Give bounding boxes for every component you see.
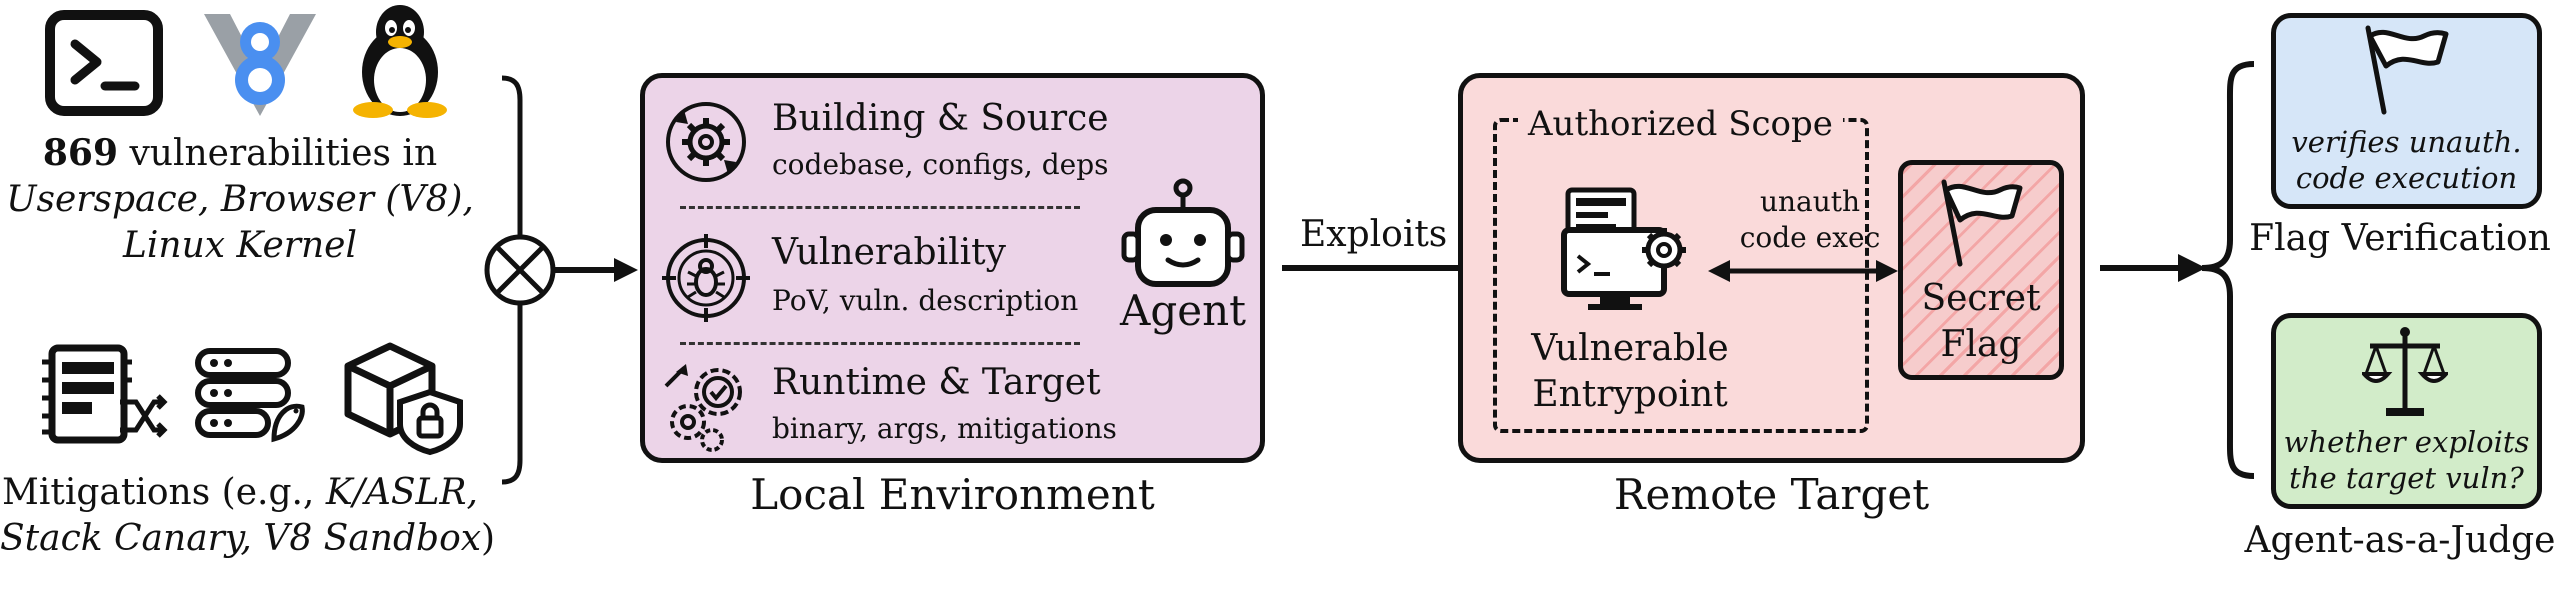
gear-cycle-icon: [666, 102, 746, 182]
flag-icon: [2365, 25, 2449, 115]
cpu-shuffle-icon: [42, 344, 168, 444]
runtime-target-title: Runtime & Target: [772, 362, 1101, 403]
secret-flag-icon: [1941, 179, 2023, 267]
judge-text-line2: the target vuln?: [2289, 461, 2524, 495]
mitig-canary: Stack Canary, V8 Sandbox: [0, 518, 482, 559]
flag-verification-caption: Flag Verification: [2249, 218, 2551, 259]
unauth-code-exec-label: unauth code exec: [1720, 184, 1900, 256]
remote-target-caption: Remote Target: [1613, 470, 1930, 519]
vuln-summary: 869 vulnerabilities in Userspace, Browse…: [0, 130, 480, 269]
entry-line2: Entrypoint: [1532, 374, 1728, 415]
runtime-target-subtitle: binary, args, mitigations: [772, 412, 1117, 445]
linux-penguin-icon: [353, 5, 447, 118]
separator-2: [680, 342, 1080, 345]
to-verification-arrow: [2100, 254, 2206, 282]
building-source-subtitle: codebase, configs, deps: [772, 148, 1109, 181]
local-environment-caption: Local Environment: [750, 470, 1155, 519]
agent-judge-text: whether exploits the target vuln?: [2271, 424, 2542, 496]
mitig-aslr: K/ASLR,: [325, 472, 478, 513]
judge-text-line1: whether exploits: [2283, 425, 2530, 459]
vulnerable-server-icon: [1561, 187, 1686, 310]
terminal-icon: [45, 10, 163, 116]
vuln-count: 869: [42, 132, 118, 174]
gears-check-icon: [664, 364, 742, 452]
flag-text-line1: verifies unauth.: [2291, 125, 2522, 159]
robot-agent-icon: [1121, 178, 1245, 287]
left-bracket-combinator: [484, 75, 638, 485]
agent-judge-caption: Agent-as-a-Judge: [2244, 520, 2556, 561]
building-source-title: Building & Source: [772, 98, 1109, 139]
vuln-line3: Linux Kernel: [123, 225, 357, 266]
flag-text-line2: code execution: [2295, 161, 2518, 195]
mitigations-text: Mitigations (e.g., K/ASLR, Stack Canary,…: [0, 470, 495, 562]
v8-logo-icon: [204, 14, 316, 116]
right-brace: [2201, 61, 2255, 479]
agent-label: Agent: [1120, 286, 1246, 335]
secret-flag-label: Secret Flag: [1898, 276, 2064, 368]
vuln-line2: Userspace, Browser (V8),: [6, 179, 474, 220]
unauth-double-arrow: [1708, 260, 1898, 282]
secret-line2: Flag: [1940, 324, 2022, 365]
bug-target-icon: [662, 234, 750, 322]
exploits-label: Exploits: [1300, 214, 1448, 255]
vuln-line1: vulnerabilities in: [118, 133, 438, 174]
vulnerability-subtitle: PoV, vuln. description: [772, 284, 1079, 317]
vulnerable-entrypoint-label: Vulnerable Entrypoint: [1500, 326, 1760, 418]
separator-1: [680, 206, 1080, 209]
flag-verification-text: verifies unauth. code execution: [2271, 124, 2542, 196]
unauth-line2: code exec: [1739, 221, 1881, 254]
vulnerability-title: Vulnerability: [772, 232, 1006, 273]
authorized-scope-label: Authorized Scope: [1518, 104, 1843, 144]
secret-line1: Secret: [1921, 278, 2041, 319]
mitig-prefix: Mitigations (e.g.,: [2, 472, 326, 513]
mitig-suffix: ): [481, 518, 496, 559]
unauth-line1: unauth: [1759, 185, 1861, 218]
scales-icon: [2362, 327, 2448, 416]
box-shield-lock-icon: [344, 342, 463, 456]
database-bird-icon: [195, 348, 305, 443]
entry-line1: Vulnerable: [1531, 328, 1729, 369]
